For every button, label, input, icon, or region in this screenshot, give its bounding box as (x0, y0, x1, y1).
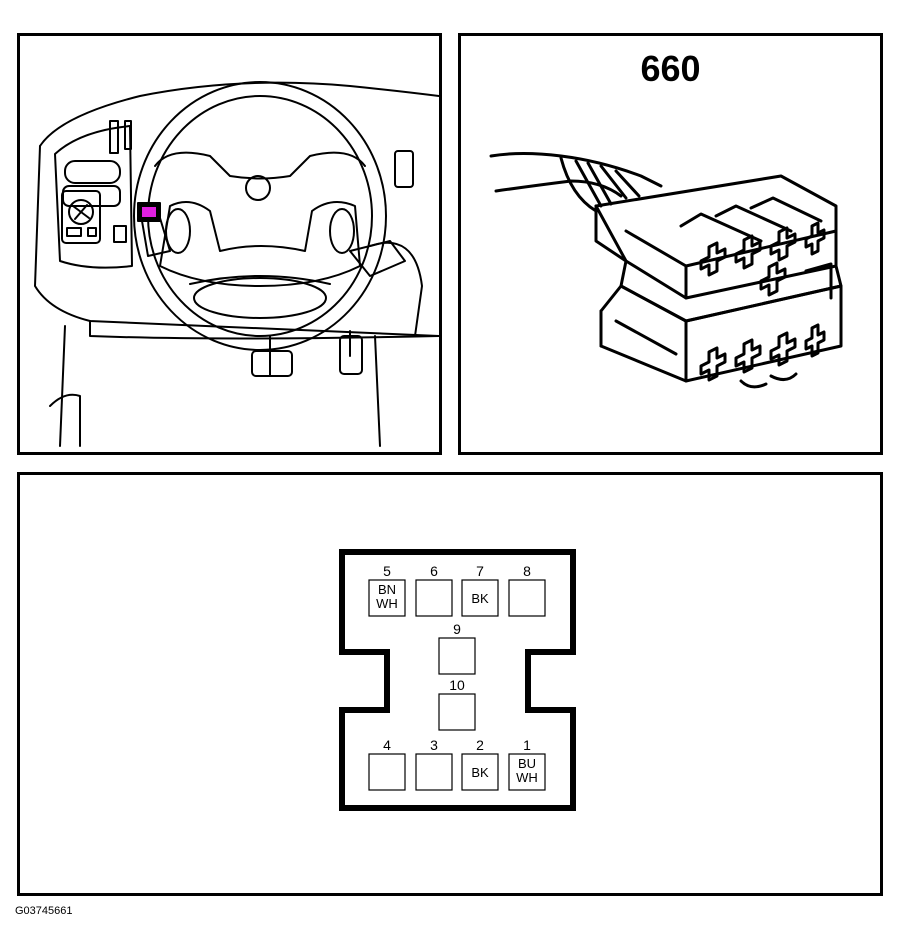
wire-color-code: WH (516, 770, 538, 785)
pin-number-label: 1 (523, 737, 531, 753)
pin-cavity (508, 753, 546, 791)
pin-8: 8 (508, 563, 546, 617)
pin-cavity (368, 753, 406, 791)
pin-2: 2BK (461, 737, 499, 791)
pin-6: 6 (415, 563, 453, 617)
pin-number-label: 3 (430, 737, 438, 753)
pin-9: 9 (438, 621, 476, 675)
pin-number-label: 5 (383, 563, 391, 579)
wire-color-code: WH (376, 596, 398, 611)
pin-cavity (438, 693, 476, 731)
dashboard-location-panel (17, 33, 442, 455)
pin-number-label: 6 (430, 563, 438, 579)
pin-number-label: 7 (476, 563, 484, 579)
wire-color-code: BN (378, 582, 396, 597)
wire-color-code: BK (471, 765, 489, 780)
connector-view-panel: 660 (458, 33, 883, 455)
pin-cavity (508, 579, 546, 617)
pin-7: 7BK (461, 563, 499, 617)
pin-4: 4 (368, 737, 406, 791)
pin-10: 10 (438, 677, 476, 731)
pin-cavity (415, 579, 453, 617)
connector-number: 660 (640, 48, 701, 89)
connector-location-highlight (142, 207, 156, 217)
pin-cavity (438, 637, 476, 675)
pin-number-label: 2 (476, 737, 484, 753)
wire-color-code: BU (518, 756, 536, 771)
pin-number-label: 10 (449, 677, 465, 693)
pin-number-label: 4 (383, 737, 391, 753)
wire-color-code: BK (471, 591, 489, 606)
pin-number-label: 8 (523, 563, 531, 579)
pin-3: 3 (415, 737, 453, 791)
connector-illustration (489, 152, 843, 389)
pin-cavity (461, 579, 499, 617)
figure-id: G03745661 (15, 905, 73, 917)
pin-cavity (368, 579, 406, 617)
dashboard-illustration (34, 81, 439, 447)
pin-cavity (415, 753, 453, 791)
pin-cavity (461, 753, 499, 791)
pin-number-label: 9 (453, 621, 461, 637)
